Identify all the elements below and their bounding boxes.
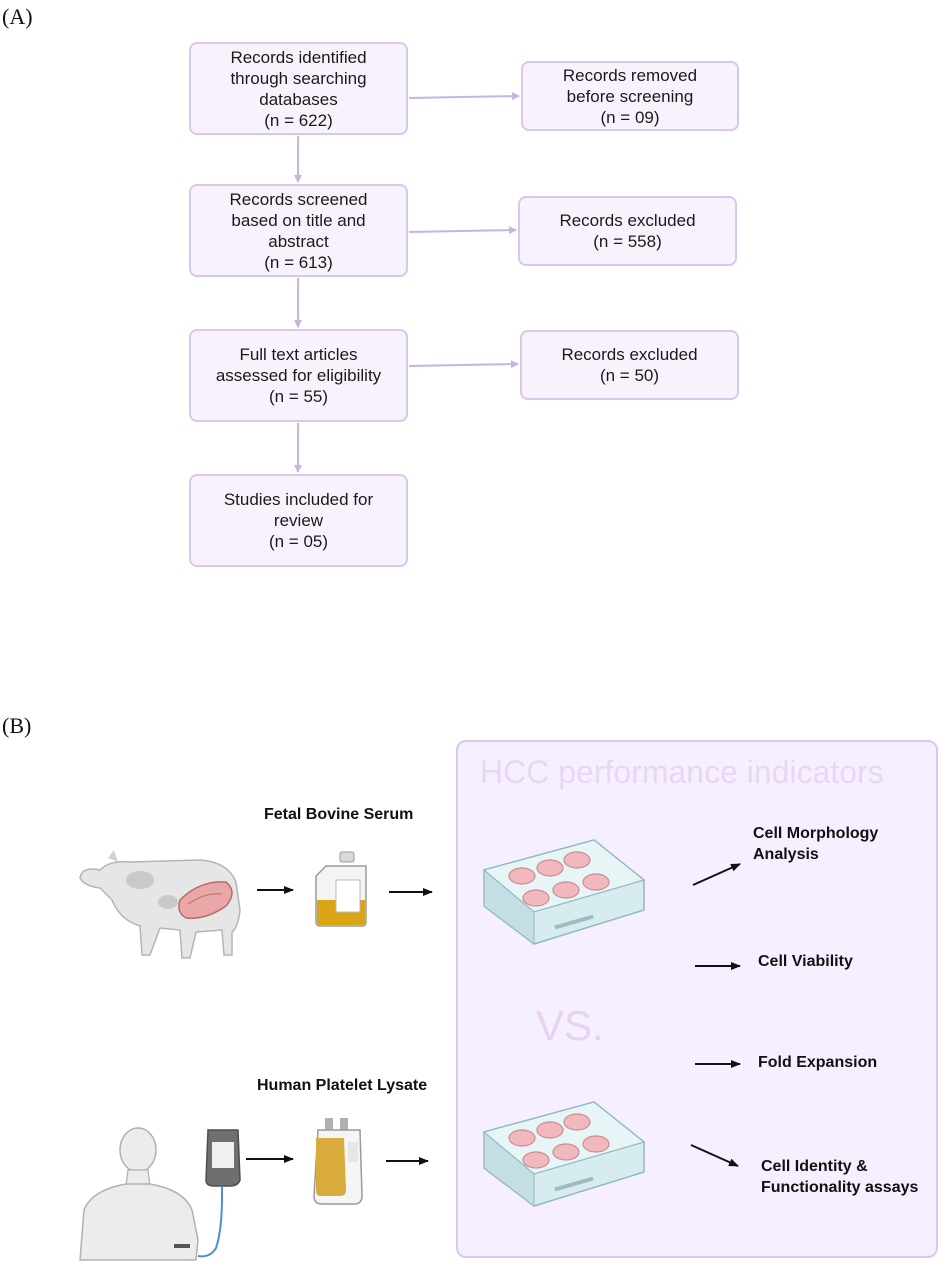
studies-included-box: Studies included for review (n = 05) xyxy=(189,474,408,567)
human-figure-icon xyxy=(79,1127,199,1261)
records-excluded-box-2: Records excluded (n = 50) xyxy=(520,330,739,400)
well-plate-icon-2 xyxy=(483,1101,645,1207)
full-text-articles-box: Full text articles assessed for eligibil… xyxy=(189,329,408,422)
panel-a-label: (A) xyxy=(2,4,33,29)
records-removed-box: Records removed before screening (n = 09… xyxy=(521,61,739,131)
fbs-bottle-icon xyxy=(315,851,367,927)
cell-morphology-label: Cell Morphology Analysis xyxy=(753,825,879,863)
panel-b-label: (B) xyxy=(2,713,32,738)
records-screened-box: Records screened based on title and abst… xyxy=(189,184,408,277)
records-identified-box: Records identified through searching dat… xyxy=(189,42,408,135)
fbs-label: Fetal Bovine Serum xyxy=(264,806,414,823)
hpl-bag-icon xyxy=(313,1118,363,1205)
flow-arrows xyxy=(294,92,520,473)
cell-viability-label: Cell Viability xyxy=(758,953,853,970)
cell-identity-label: Cell Identity & Functionality assays xyxy=(761,1158,919,1196)
fold-expansion-label: Fold Expansion xyxy=(758,1054,878,1071)
records-excluded-box-1: Records excluded (n = 558) xyxy=(518,196,737,266)
cow-icon xyxy=(79,850,241,959)
vs-label: VS. xyxy=(536,1002,604,1049)
hcc-indicators-title: HCC performance indicators xyxy=(480,754,884,790)
well-plate-icon-1 xyxy=(483,839,645,945)
process-arrows xyxy=(246,863,741,1167)
hpl-label: Human Platelet Lysate xyxy=(257,1077,428,1094)
blood-bag-icon xyxy=(197,1129,241,1258)
